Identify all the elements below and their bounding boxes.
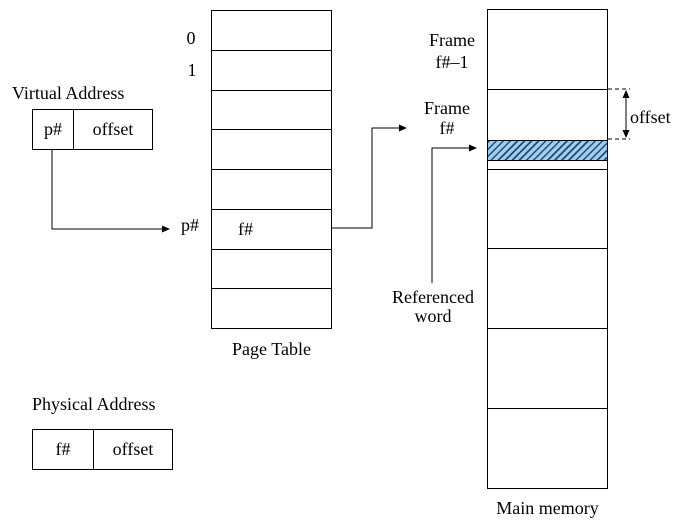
physical-address-frame-field: f#	[55, 439, 71, 459]
frame-target-label-line1: Frame	[424, 98, 470, 118]
referenced-word-cell	[488, 140, 607, 161]
arrow-page-table-to-frame	[332, 127, 399, 229]
memory-frame	[488, 408, 607, 488]
referenced-word-label: Referenced word	[371, 288, 495, 326]
frame-target-label-line2: f#	[439, 118, 455, 138]
virtual-address-page-field: p#	[44, 119, 62, 139]
arrow-referenced-word	[431, 147, 469, 283]
page-table-row	[212, 129, 331, 169]
page-table-row	[212, 11, 331, 50]
memory-frame-target	[488, 88, 607, 169]
page-table-row	[212, 49, 331, 90]
offset-extent-label: offset	[630, 107, 671, 127]
page-table-entry-row: f#	[212, 208, 331, 249]
arrowhead-referenced-word	[469, 144, 477, 152]
memory-frame	[488, 328, 607, 408]
referenced-word-label-line2: word	[414, 306, 452, 326]
frame-upper-label-line1: Frame	[429, 30, 475, 50]
page-table-row	[212, 248, 331, 289]
virtual-address-box: p# offset	[32, 109, 153, 150]
frame-upper-label: Frame f#–1	[409, 29, 495, 73]
page-table-row	[212, 169, 331, 209]
referenced-word-label-line1: Referenced	[392, 287, 474, 307]
memory-frame	[488, 248, 607, 328]
memory-frame	[488, 168, 607, 249]
frame-upper-label-line2: f#–1	[435, 52, 469, 72]
main-memory-caption: Main memory	[496, 498, 599, 518]
page-table-entry-value: f#	[238, 218, 253, 239]
page-number-pointer-label: p#	[181, 215, 199, 235]
page-table-row	[212, 89, 331, 130]
physical-address-offset-field: offset	[93, 430, 172, 469]
physical-address-box: f# offset	[32, 429, 173, 470]
page-table-row-label-0: 0	[186, 28, 196, 48]
arrow-va-to-page-table	[51, 150, 162, 230]
physical-address-title: Physical Address	[32, 394, 156, 414]
arrowhead-va-to-page-table	[162, 225, 170, 233]
main-memory	[487, 9, 608, 489]
virtual-address-offset-field: offset	[73, 110, 152, 149]
offset-arrowhead-down	[622, 130, 630, 138]
frame-target-label: Frame f#	[407, 98, 487, 138]
page-table-caption: Page Table	[232, 339, 311, 359]
memory-frame	[488, 10, 607, 89]
offset-arrowhead-up	[622, 90, 630, 98]
page-table: f#	[211, 10, 332, 329]
virtual-address-title: Virtual Address	[12, 83, 125, 103]
page-table-row	[212, 288, 331, 328]
arrowhead-page-table-to-frame	[399, 124, 407, 132]
page-table-row-label-1: 1	[187, 60, 197, 80]
